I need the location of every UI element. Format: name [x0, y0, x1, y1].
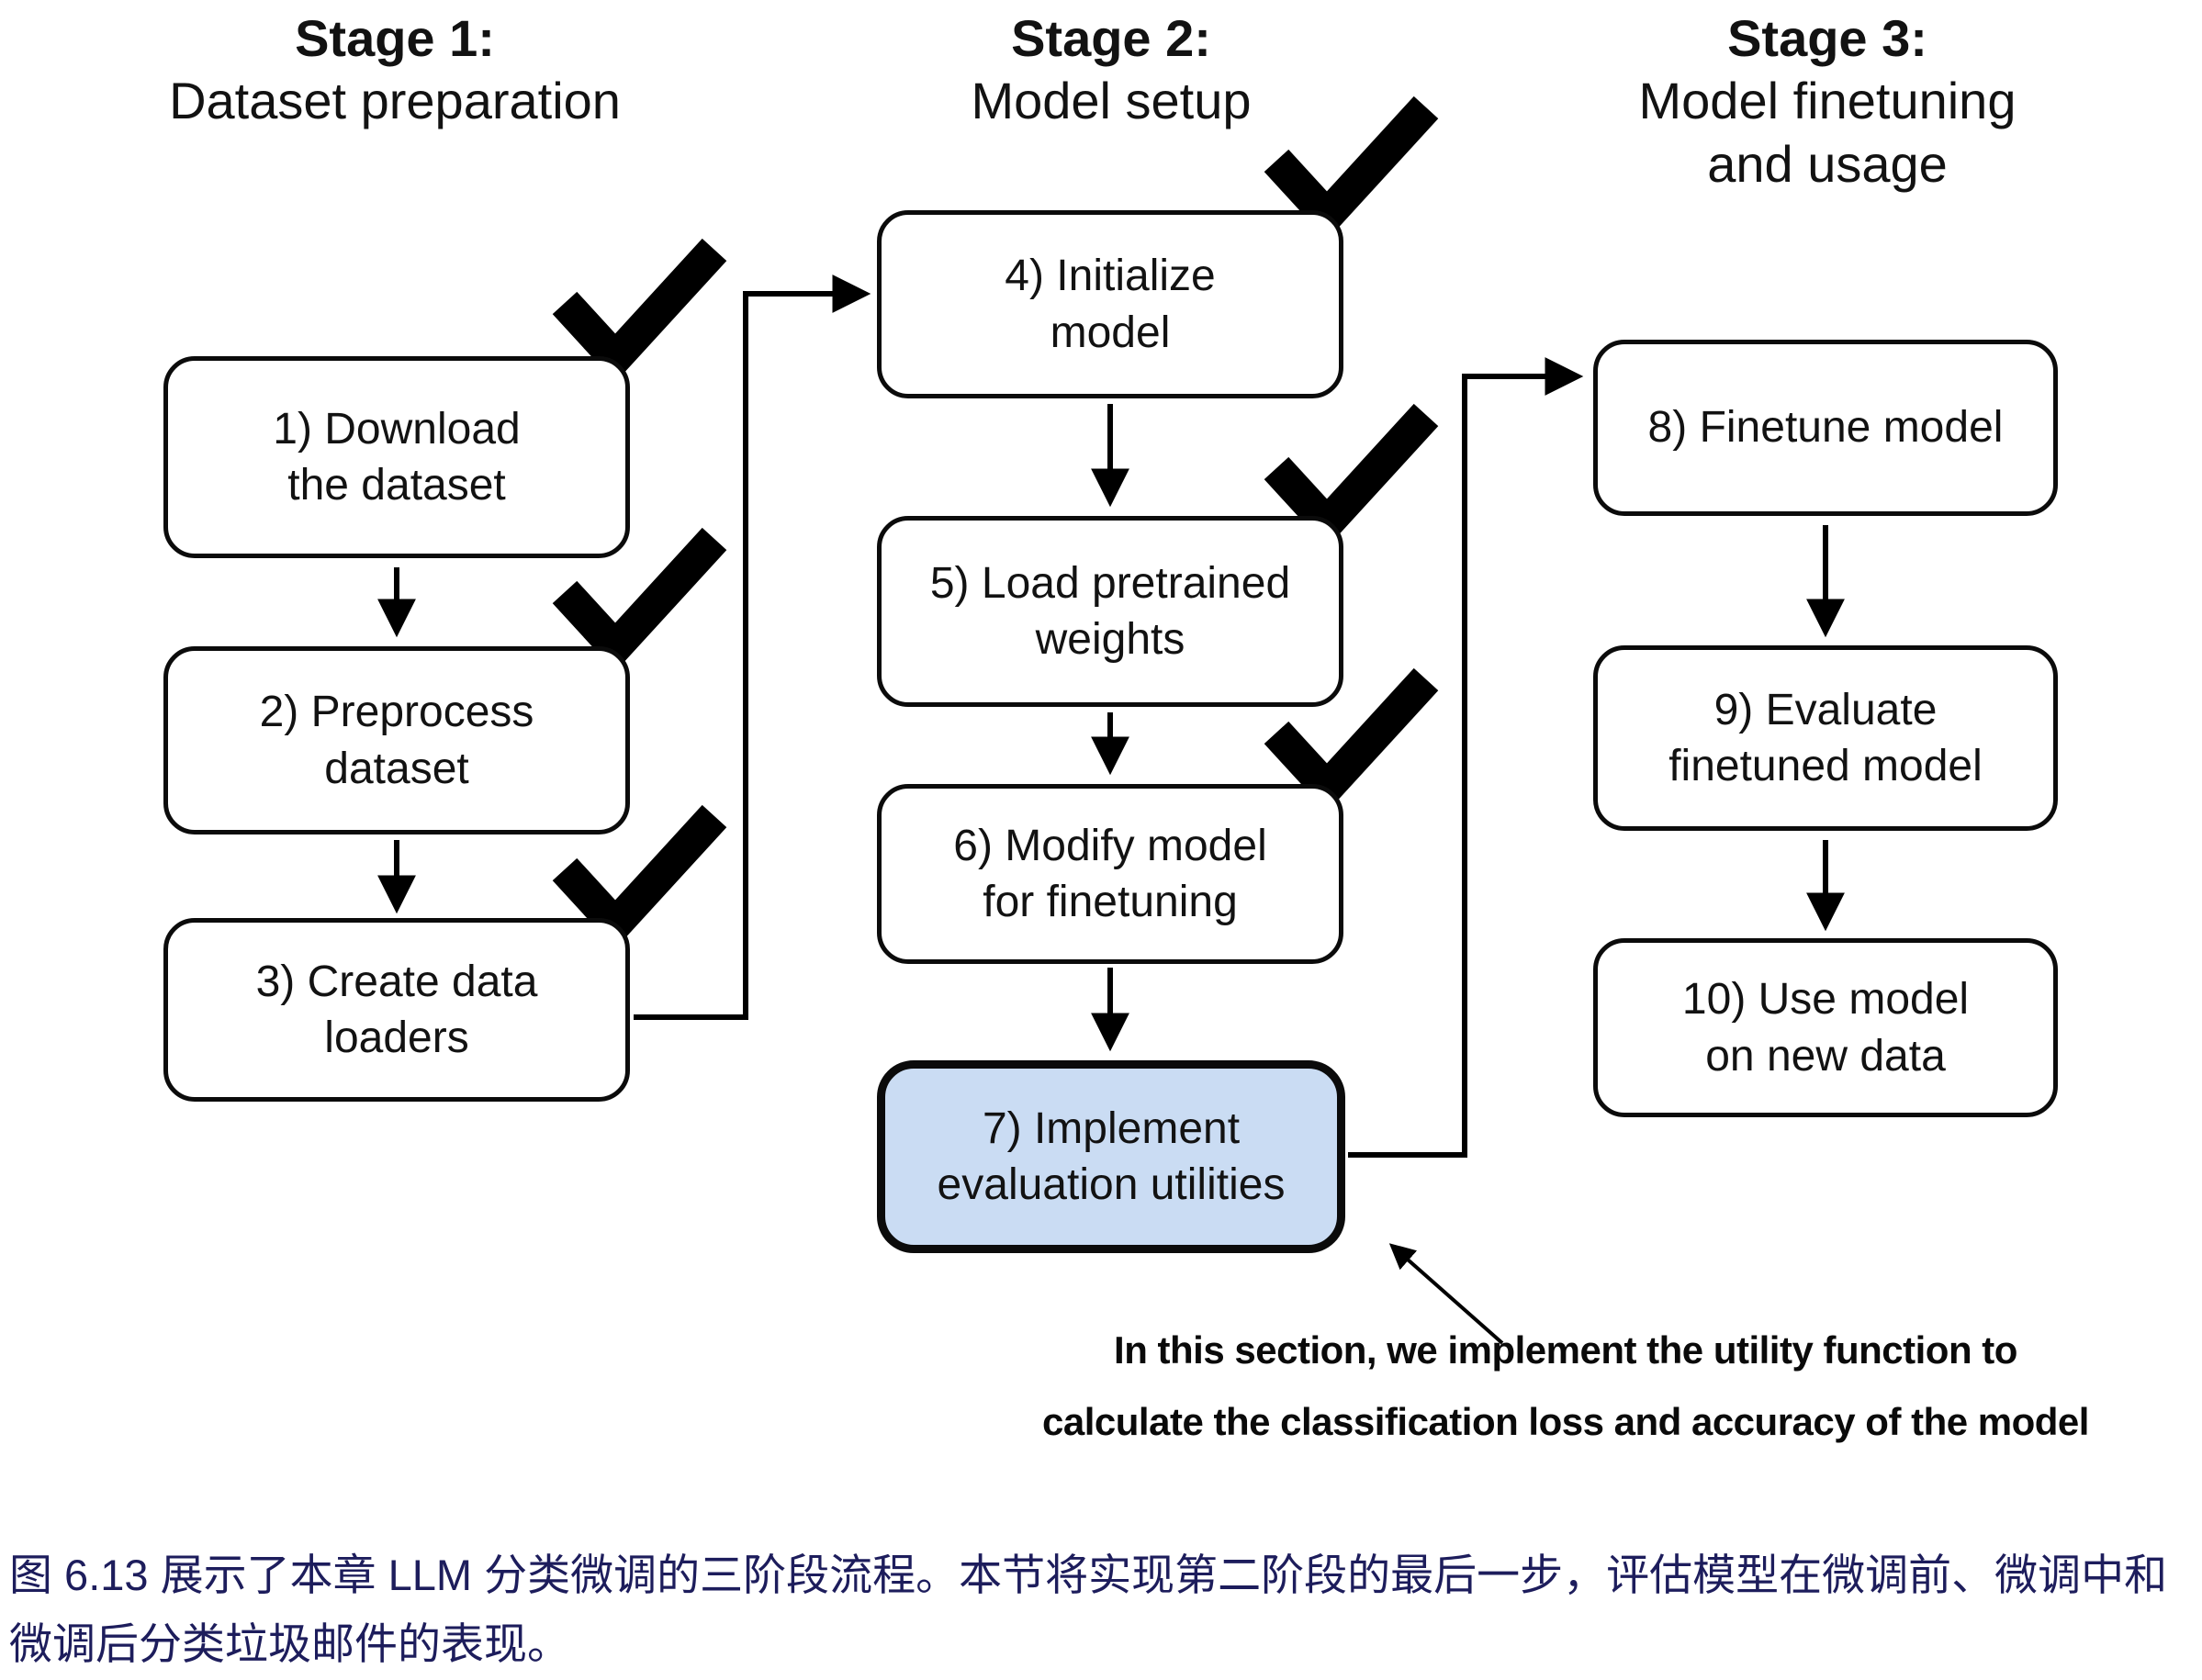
checkmark-icon — [552, 238, 727, 383]
stage2-subtitle: Model setup — [971, 72, 1252, 130]
figure-caption: 图 6.13 展示了本章 LLM 分类微调的三阶段流程。本节将实现第二阶段的最后… — [9, 1551, 2168, 1669]
flow-step-10-use-model-on-new-data: 10) Use model on new data — [1593, 938, 2058, 1117]
flow-step-9-evaluate-finetuned-model: 9) Evaluate finetuned model — [1593, 645, 2058, 831]
elbow-connector-box7-to-box8 — [1348, 357, 1584, 1158]
annotation-pointer-arrow — [1388, 1243, 1504, 1345]
section-annotation: In this section, we implement the utilit… — [1042, 1328, 2089, 1443]
stage3-header: Stage 3: Model finetuning and usage — [1589, 7, 2066, 196]
stage2-title: Stage 2: — [1011, 9, 1211, 67]
checkmark-icon — [1264, 403, 1439, 548]
stage1-header: Stage 1: Dataset preparation — [96, 7, 693, 133]
stage3-title: Stage 3: — [1727, 9, 1927, 67]
flow-step-6-modify-model-for-finetuning: 6) Modify model for finetuning — [877, 784, 1343, 964]
stage1-title: Stage 1: — [295, 9, 495, 67]
flow-step-3-create-data-loaders: 3) Create data loaders — [163, 918, 630, 1102]
flow-step-4-initialize-model: 4) Initialize model — [877, 210, 1343, 398]
flow-step-2-preprocess-dataset: 2) Preprocess dataset — [163, 646, 630, 834]
checkmark-icon — [1264, 95, 1439, 241]
elbow-connector-box3-to-box4 — [634, 274, 871, 1020]
flow-step-5-load-pretrained-weights: 5) Load pretrained weights — [877, 516, 1343, 707]
flow-step-7-implement-evaluation-utilities: 7) Implement evaluation utilities — [877, 1060, 1345, 1253]
stage2-header: Stage 2: Model setup — [877, 7, 1345, 133]
stage1-subtitle: Dataset preparation — [169, 72, 621, 130]
checkmark-icon — [552, 527, 727, 672]
stage3-subtitle: Model finetuning and usage — [1638, 72, 2017, 193]
flow-step-8-finetune-model: 8) Finetune model — [1593, 340, 2058, 516]
flow-step-1-download-dataset: 1) Download the dataset — [163, 356, 630, 558]
